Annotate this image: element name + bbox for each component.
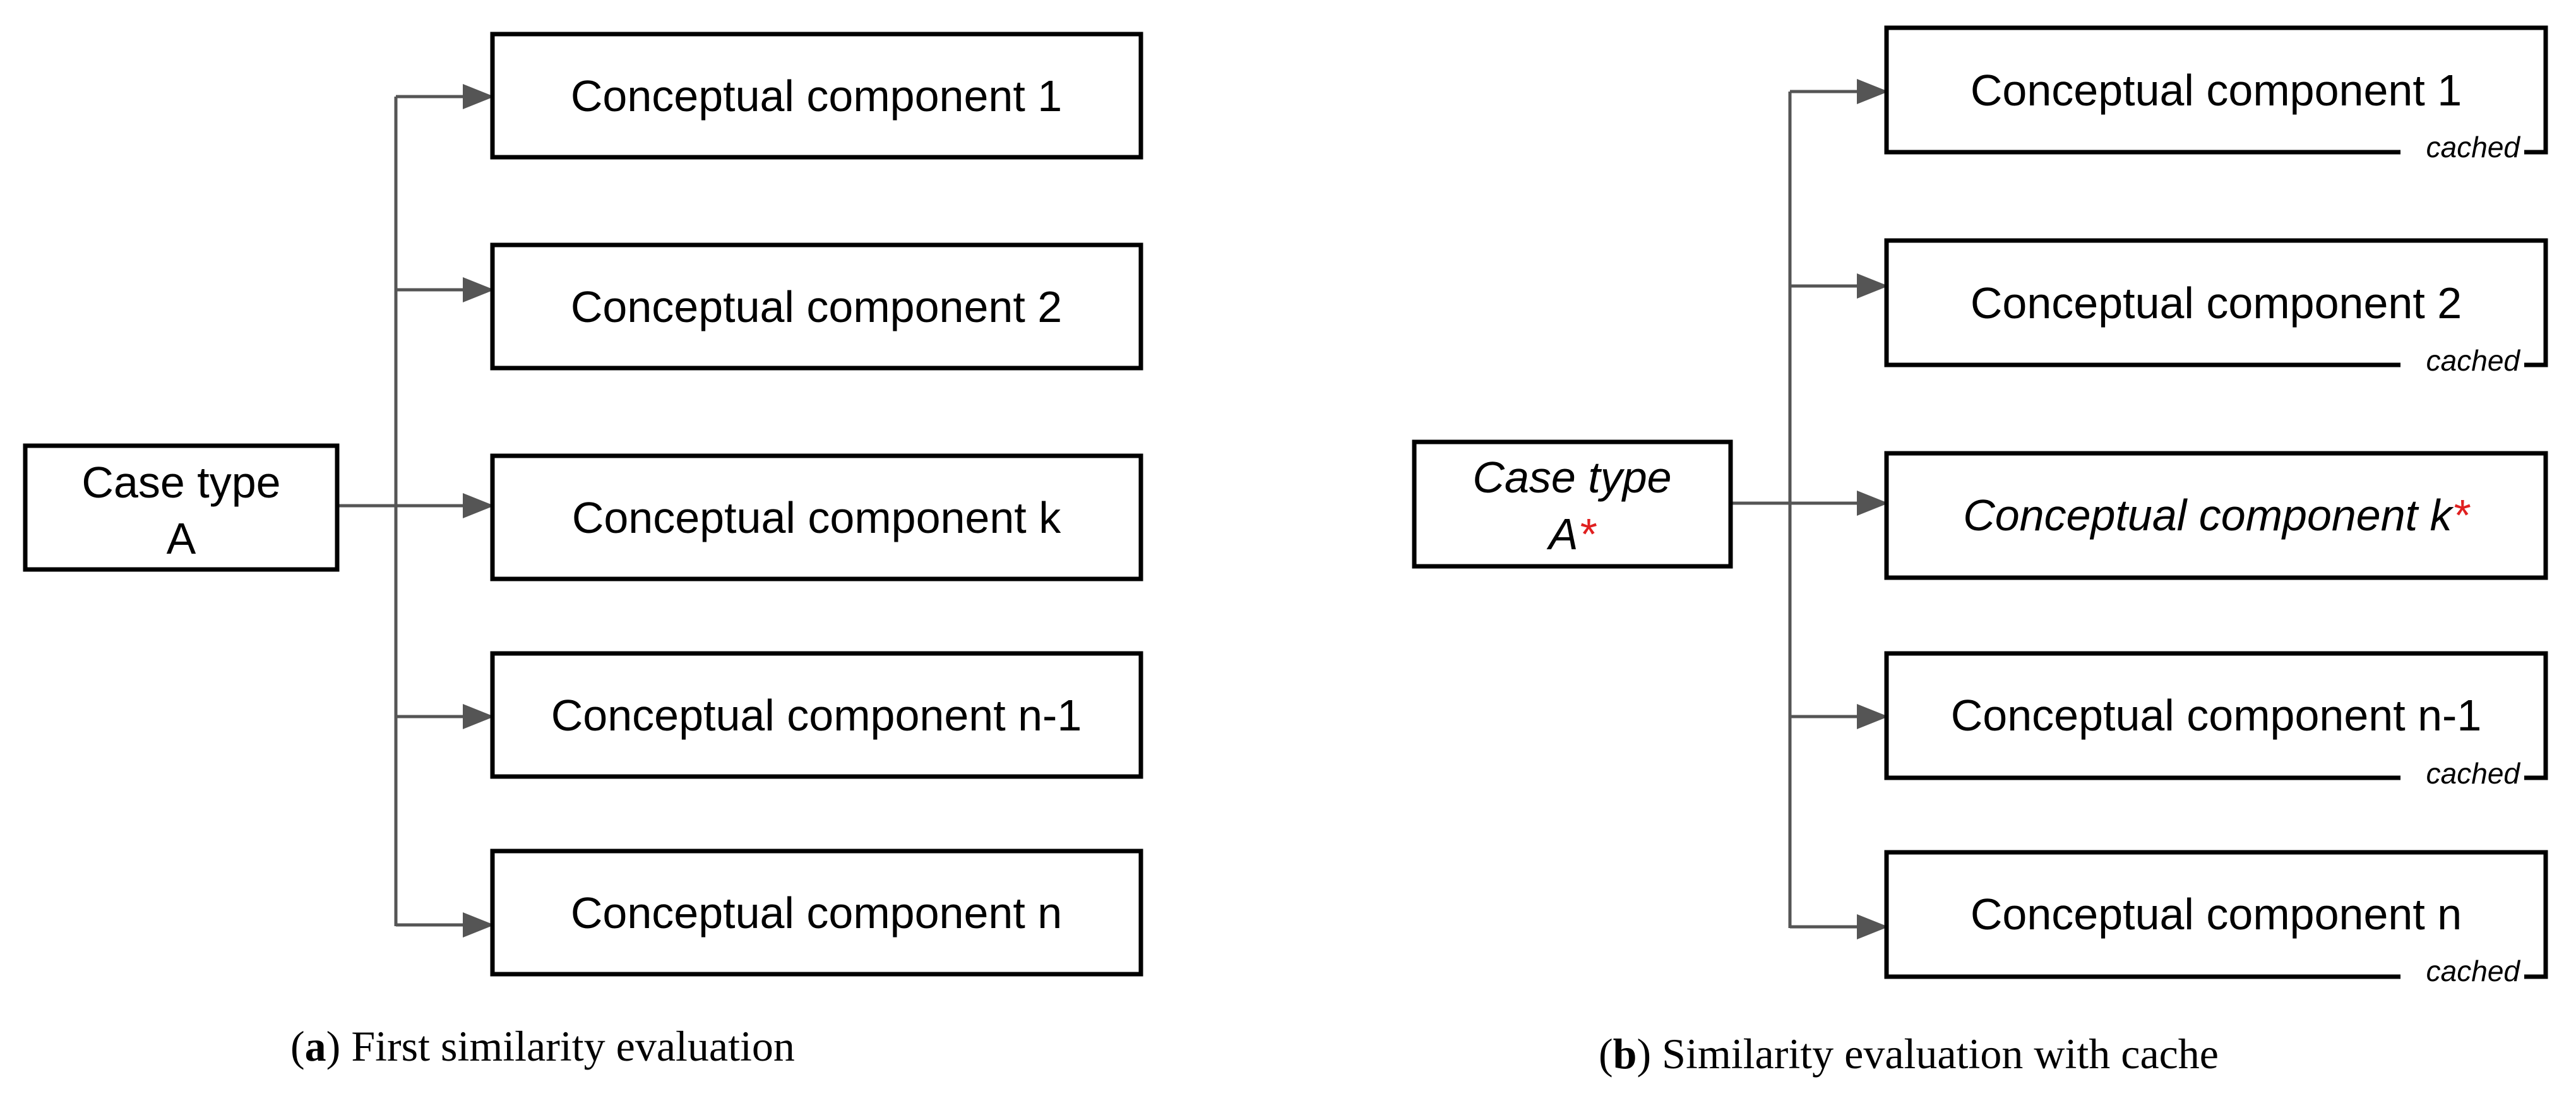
- component-box: Conceptual component 1 cached: [1884, 25, 2548, 167]
- cached-tag: cached: [2426, 955, 2521, 987]
- component-label: Conceptual component 2: [1971, 278, 2462, 328]
- modified-marker: *: [2452, 491, 2471, 540]
- caption-a-text: First similarity evaluation: [351, 1022, 795, 1070]
- component-box: Conceptual component k: [490, 453, 1143, 581]
- case-type-box: Case type A*: [1412, 439, 1733, 569]
- caption-b-letter: b: [1613, 1030, 1637, 1078]
- component-label: Conceptual component n: [1971, 890, 2462, 939]
- component-box: Conceptual component 2: [490, 242, 1143, 371]
- panel-a: Case type A Conceptual component 1 Conce…: [23, 32, 1143, 977]
- component-label-group: Conceptual component k*: [1963, 491, 2471, 540]
- component-box: Conceptual component n-1: [490, 651, 1143, 779]
- component-label: Conceptual component n: [571, 888, 1062, 938]
- component-box: Conceptual component n cached: [1884, 850, 2548, 991]
- case-type-label-line2: A: [1546, 509, 1578, 559]
- case-type-label-line2-group: A*: [1546, 509, 1597, 559]
- caption-b-text: Similarity evaluation with cache: [1662, 1030, 2219, 1078]
- modified-marker: *: [1578, 509, 1597, 559]
- component-box: Conceptual component 1: [490, 32, 1143, 160]
- case-type-label-line2: A: [167, 514, 196, 563]
- component-label: Conceptual component k: [1963, 491, 2454, 540]
- component-box: Conceptual component n-1 cached: [1884, 651, 2548, 793]
- case-type-box: Case type A: [23, 443, 340, 572]
- cached-tag: cached: [2426, 757, 2521, 790]
- case-type-label-line1: Case type: [81, 458, 280, 507]
- panel-a-connectors: [337, 84, 494, 938]
- component-label: Conceptual component 1: [571, 71, 1062, 121]
- panel-b: Case type A* Conceptual component 1 cach…: [1412, 25, 2548, 991]
- component-box: Conceptual component k*: [1884, 451, 2548, 580]
- component-label: Conceptual component n-1: [1951, 691, 2482, 740]
- component-box: Conceptual component 2 cached: [1884, 238, 2548, 380]
- component-label: Conceptual component 2: [571, 282, 1062, 331]
- component-label: Conceptual component n-1: [551, 691, 1082, 740]
- cached-tag: cached: [2426, 344, 2521, 377]
- component-label: Conceptual component 1: [1971, 66, 2462, 115]
- caption-a: (a) First similarity evaluation: [290, 1022, 795, 1070]
- case-type-label-line1: Case type: [1472, 453, 1671, 502]
- caption-a-letter: a: [304, 1022, 326, 1070]
- component-box: Conceptual component n: [490, 849, 1143, 977]
- panel-b-connectors: [1731, 79, 1888, 939]
- cached-tag: cached: [2426, 131, 2521, 164]
- component-label: Conceptual component k: [572, 493, 1061, 542]
- caption-b: (b) Similarity evaluation with cache: [1599, 1030, 2219, 1078]
